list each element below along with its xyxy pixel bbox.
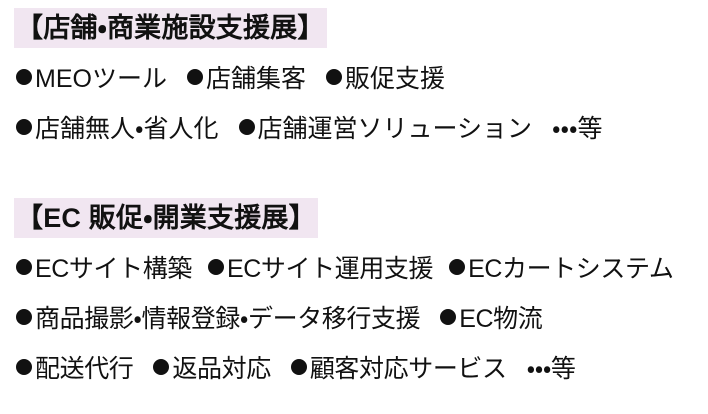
section-ec-line-2: 商品撮影・情報登録・データ移行支援 EC物流: [16, 294, 708, 344]
bullet-dot-icon: [325, 69, 342, 85]
list-item: EC物流: [440, 305, 543, 333]
etcetera-label: ・・・等: [552, 115, 603, 143]
section-stores-heading-row: 【店舗・商業施設支援展】: [0, 8, 708, 48]
section-ec-heading-row: 【EC 販促・開業支援展】: [0, 198, 708, 238]
bullet-dot-icon: [153, 359, 170, 375]
section-stores: 【店舗・商業施設支援展】 MEOツール 店舗集客 販促支援 店舗無人・省人化 店舗運営…: [0, 8, 708, 154]
list-item-label: MEOツール: [35, 65, 167, 93]
list-item: 商品撮影・情報登録・データ移行支援: [16, 305, 421, 333]
list-item: 店舗無人・省人化: [16, 115, 219, 143]
section-ec-line-1: ECサイト構築 ECサイト運用支援 ECカートシステム: [16, 244, 708, 294]
list-item: 配送代行: [16, 355, 134, 383]
list-item-label: ECサイト構築: [35, 255, 192, 283]
bullet-dot-icon: [449, 259, 466, 275]
bullet-dot-icon: [186, 69, 203, 85]
section-ec-line-3: 配送代行 返品対応 顧客対応サービス・・・等: [16, 344, 708, 394]
section-ec-heading: 【EC 販促・開業支援展】: [14, 198, 318, 238]
bullet-dot-icon: [440, 309, 457, 325]
list-item: ECカートシステム: [449, 255, 674, 283]
list-item: 店舗集客: [186, 65, 306, 93]
section-stores-lines: MEOツール 店舗集客 販促支援 店舗無人・省人化 店舗運営ソリューション・・・等: [0, 54, 708, 154]
section-stores-line-2: 店舗無人・省人化 店舗運営ソリューション・・・等: [16, 104, 708, 154]
list-item-label: EC物流: [459, 305, 543, 333]
list-item-label: 商品撮影・情報登録・データ移行支援: [35, 305, 421, 333]
bullet-dot-icon: [238, 119, 255, 135]
list-item: MEOツール: [16, 65, 167, 93]
list-item: 顧客対応サービス: [290, 355, 507, 383]
list-item-label: ECカートシステム: [468, 255, 674, 283]
list-item-label: 店舗集客: [205, 65, 306, 93]
list-item-label: 配送代行: [35, 355, 134, 383]
bullet-dot-icon: [16, 309, 32, 325]
etcetera-label: ・・・等: [526, 355, 576, 383]
bullet-dot-icon: [290, 359, 307, 375]
list-item-label: 販促支援: [344, 65, 445, 93]
list-item-label: ECサイト運用支援: [226, 255, 434, 283]
list-item: 販促支援: [325, 65, 445, 93]
list-item: 返品対応: [153, 355, 271, 383]
list-item-label: 顧客対応サービス: [309, 355, 507, 383]
bullet-dot-icon: [207, 259, 224, 275]
section-stores-line-1: MEOツール 店舗集客 販促支援: [16, 54, 708, 104]
list-item-label: 店舗運営ソリューション: [257, 115, 533, 143]
bullet-dot-icon: [16, 259, 32, 275]
section-ec-lines: ECサイト構築 ECサイト運用支援 ECカートシステム 商品撮影・情報登録・データ移…: [0, 244, 708, 394]
list-item: ECサイト構築: [16, 255, 192, 283]
list-item: 店舗運営ソリューション: [238, 115, 533, 143]
bullet-dot-icon: [16, 69, 32, 85]
list-item-label: 店舗無人・省人化: [35, 115, 219, 143]
bullet-dot-icon: [16, 359, 32, 375]
section-stores-heading: 【店舗・商業施設支援展】: [14, 8, 327, 48]
list-item: ECサイト運用支援: [207, 255, 434, 283]
section-ec: 【EC 販促・開業支援展】 ECサイト構築 ECサイト運用支援 ECカートシステム …: [0, 198, 708, 394]
list-item-label: 返品対応: [172, 355, 271, 383]
bullet-dot-icon: [16, 119, 32, 135]
